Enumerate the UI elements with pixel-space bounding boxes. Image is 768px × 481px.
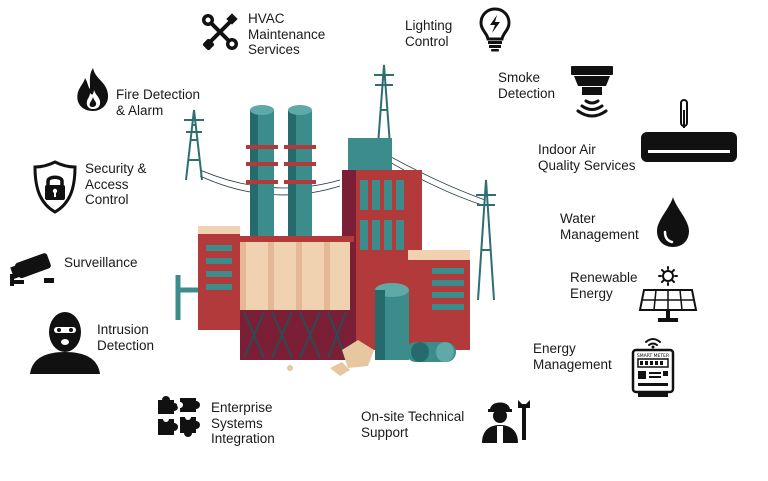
surveillance-label: Surveillance [64, 255, 138, 270]
smart-meter-icon: SMART METER [630, 336, 676, 398]
smoke-detector-icon [568, 64, 616, 122]
wrench-screwdriver-icon [200, 12, 240, 52]
masked-intruder-icon [28, 310, 102, 374]
onsite-label: On-site Technical Support [361, 409, 465, 440]
enterprise-label: Enterprise Systems Integration [211, 400, 275, 446]
factory-illustration [170, 50, 500, 380]
lighting-label: Lighting Control [405, 18, 453, 49]
fire-label: Fire Detection & Alarm [116, 87, 201, 118]
pylon-left [184, 109, 204, 181]
pylon-right [476, 179, 496, 301]
technician-icon [480, 396, 534, 444]
shield-lock-icon [33, 160, 77, 214]
pipes [175, 275, 198, 320]
energy-label: Energy Management [533, 341, 612, 372]
water-drop-icon [656, 196, 690, 248]
meter-text: SMART METER [637, 353, 669, 359]
hvac-label: HVAC Maintenance Services [248, 11, 326, 57]
rocks [287, 340, 374, 376]
puzzle-pieces-icon [156, 396, 204, 438]
air-conditioner-icon [640, 98, 738, 164]
renewable-label: Renewable Energy [570, 270, 638, 301]
water-label: Water Management [560, 211, 639, 242]
silos [236, 236, 354, 360]
cctv-camera-icon [8, 250, 54, 288]
iaq-label: Indoor Air Quality Services [538, 142, 636, 173]
pylon-center [374, 64, 394, 146]
smoke-label: Smoke Detection [498, 70, 556, 101]
flame-icon [74, 66, 112, 112]
lightbulb-icon [478, 6, 512, 52]
tanks [375, 283, 456, 362]
solar-panel-icon [638, 266, 698, 324]
intrusion-label: Intrusion Detection [97, 322, 155, 353]
cooling-towers [246, 105, 316, 260]
security-label: Security & Access Control [85, 161, 147, 207]
building-far-right [408, 250, 470, 350]
